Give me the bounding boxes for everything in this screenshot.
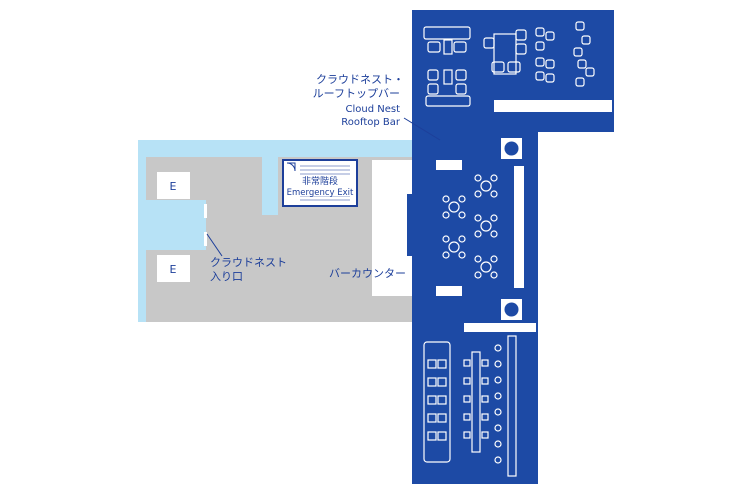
column — [504, 302, 519, 317]
lounge-furniture — [423, 21, 595, 107]
label-bg — [302, 175, 348, 186]
rooftop-bar-label-jp-1: クラウドネスト・ — [316, 73, 404, 86]
door-marker — [204, 204, 207, 218]
rooftop-bar-area — [412, 10, 614, 484]
elevator-label-top: E — [170, 180, 177, 193]
emergency-exit-label-jp: 非常階段 — [302, 175, 338, 187]
elevator-box-top — [157, 172, 190, 199]
column — [504, 141, 519, 156]
entrance-label-line1: クラウドネスト — [210, 256, 287, 269]
leader-line — [206, 233, 223, 257]
partition — [464, 323, 536, 332]
emergency-exit-label-en: Emergency Exit — [287, 188, 354, 198]
bar-counter-label: バーカウンター — [329, 267, 406, 280]
high-table — [436, 286, 462, 296]
partition — [494, 100, 612, 112]
rooftop-bar-label-en-2: Rooftop Bar — [341, 117, 401, 128]
rooftop-bar-label-jp-2: ルーフトップバー — [313, 87, 400, 100]
booth-seating — [423, 335, 517, 477]
bar-counter — [407, 194, 413, 256]
door-swing-icon — [286, 162, 296, 172]
bar-counter-area — [372, 160, 412, 296]
counter-bar — [514, 166, 524, 288]
round-tables — [442, 174, 498, 279]
elevator-box-bottom — [157, 255, 190, 282]
door-marker — [204, 232, 207, 246]
label-bg — [290, 186, 352, 196]
entrance-label-line2: 入り口 — [210, 270, 243, 283]
lobby-gap — [146, 200, 206, 250]
elevator-label-bottom: E — [170, 263, 177, 276]
rooftop-bar-label-en-1: Cloud Nest — [345, 104, 400, 115]
high-table — [436, 160, 462, 170]
leader-line — [403, 117, 441, 141]
